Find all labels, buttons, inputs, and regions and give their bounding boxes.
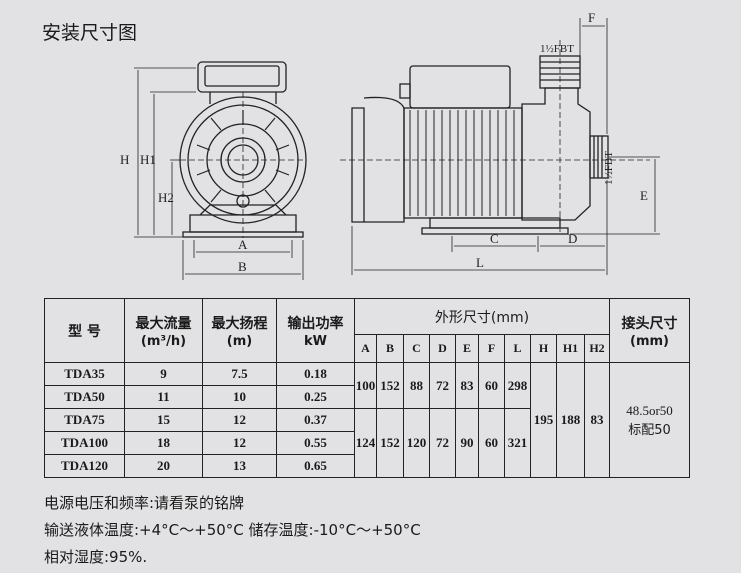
cell-g2-F: 60 [478,408,505,478]
dim-label-H1: H1 [140,152,156,167]
cell-flow: 9 [124,362,203,386]
cell-H1: 188 [556,362,585,478]
header-dim-H2: H2 [584,334,610,363]
header-dim-A: A [354,334,377,363]
cell-g1-B: 152 [376,362,404,409]
cell-g2-B: 152 [376,408,404,478]
table-row: TDA120 20 13 0.65 [44,454,690,478]
header-model: 型 号 [44,298,125,363]
cell-head: 12 [202,408,277,432]
header-dim-L: L [504,334,531,363]
note-temperature: 输送液体温度:+4°C～+50°C 储存温度:-10°C～+50°C [44,521,421,539]
cell-power: 0.55 [276,431,355,455]
dim-label-F: F [588,10,595,25]
cell-flow: 20 [124,454,203,478]
cell-head: 13 [202,454,277,478]
dim-label-fbt-top: 1½FBT [540,43,574,55]
table-row: TDA35 9 7.5 0.18 100 152 88 72 83 60 298… [44,362,690,478]
front-view [134,61,307,280]
cell-power: 0.18 [276,362,355,386]
cell-g1-C: 88 [403,362,430,409]
cell-g1-D: 72 [429,362,456,409]
cell-g2-A: 124 [354,408,377,478]
dim-label-H2: H2 [158,190,174,205]
dim-label-A: A [238,237,248,252]
header-connection: 接头尺寸(mm) [609,298,690,363]
dim-label-fbt-side: 1½FBT [603,151,615,185]
note-power-supply: 电源电压和频率:请看泵的铭牌 [44,494,245,512]
header-dim-B: B [376,334,404,363]
cell-g2-C: 120 [403,408,430,478]
cell-g1-A: 100 [354,362,377,409]
dim-label-H: H [120,152,129,167]
cell-head: 12 [202,431,277,455]
table-row: TDA100 18 12 0.55 [44,431,690,455]
cell-g1-L: 298 [504,362,531,409]
cell-head: 7.5 [202,362,277,386]
cell-model: TDA75 [44,408,125,432]
header-dim-H1: H1 [556,334,585,363]
cell-flow: 15 [124,408,203,432]
dim-label-C: C [490,231,499,246]
table-header-row-2: A B C D E F L H H1 H2 [45,334,690,363]
cell-power: 0.37 [276,408,355,432]
cell-head: 10 [202,385,277,409]
header-dim-H: H [530,334,557,363]
side-view [340,18,660,275]
cell-model: TDA50 [44,385,125,409]
dim-label-B: B [238,259,247,274]
dim-label-L: L [476,255,484,270]
cell-model: TDA35 [44,362,125,386]
header-head: 最大扬程(m) [202,298,277,363]
cell-g2-E: 90 [455,408,479,478]
cell-power: 0.65 [276,454,355,478]
header-dim-F: F [478,334,505,363]
header-dim-D: D [429,334,456,363]
cell-power: 0.25 [276,385,355,409]
cell-g1-E: 83 [455,362,479,409]
cell-g1-F: 60 [478,362,505,409]
header-dim-C: C [403,334,430,363]
cell-flow: 18 [124,431,203,455]
cell-flow: 11 [124,385,203,409]
cell-H2: 83 [584,362,610,478]
header-dim-E: E [455,334,479,363]
cell-model: TDA120 [44,454,125,478]
note-humidity: 相对湿度:95%. [44,548,148,566]
cell-g2-D: 72 [429,408,456,478]
header-dims: 外形尺寸(mm) [354,298,610,335]
cell-g2-L: 321 [504,408,531,478]
page-title: 安装尺寸图 [42,22,138,44]
cell-H: 195 [530,362,557,478]
cell-model: TDA100 [44,431,125,455]
dim-label-D: D [568,231,577,246]
header-flow: 最大流量(m³/h) [124,298,203,363]
installation-drawing: H H1 H2 A B F 1½FBT 1½FBT E C D L [120,10,660,280]
table-row: TDA50 11 10 0.25 [44,385,690,409]
dim-label-E: E [640,188,648,203]
